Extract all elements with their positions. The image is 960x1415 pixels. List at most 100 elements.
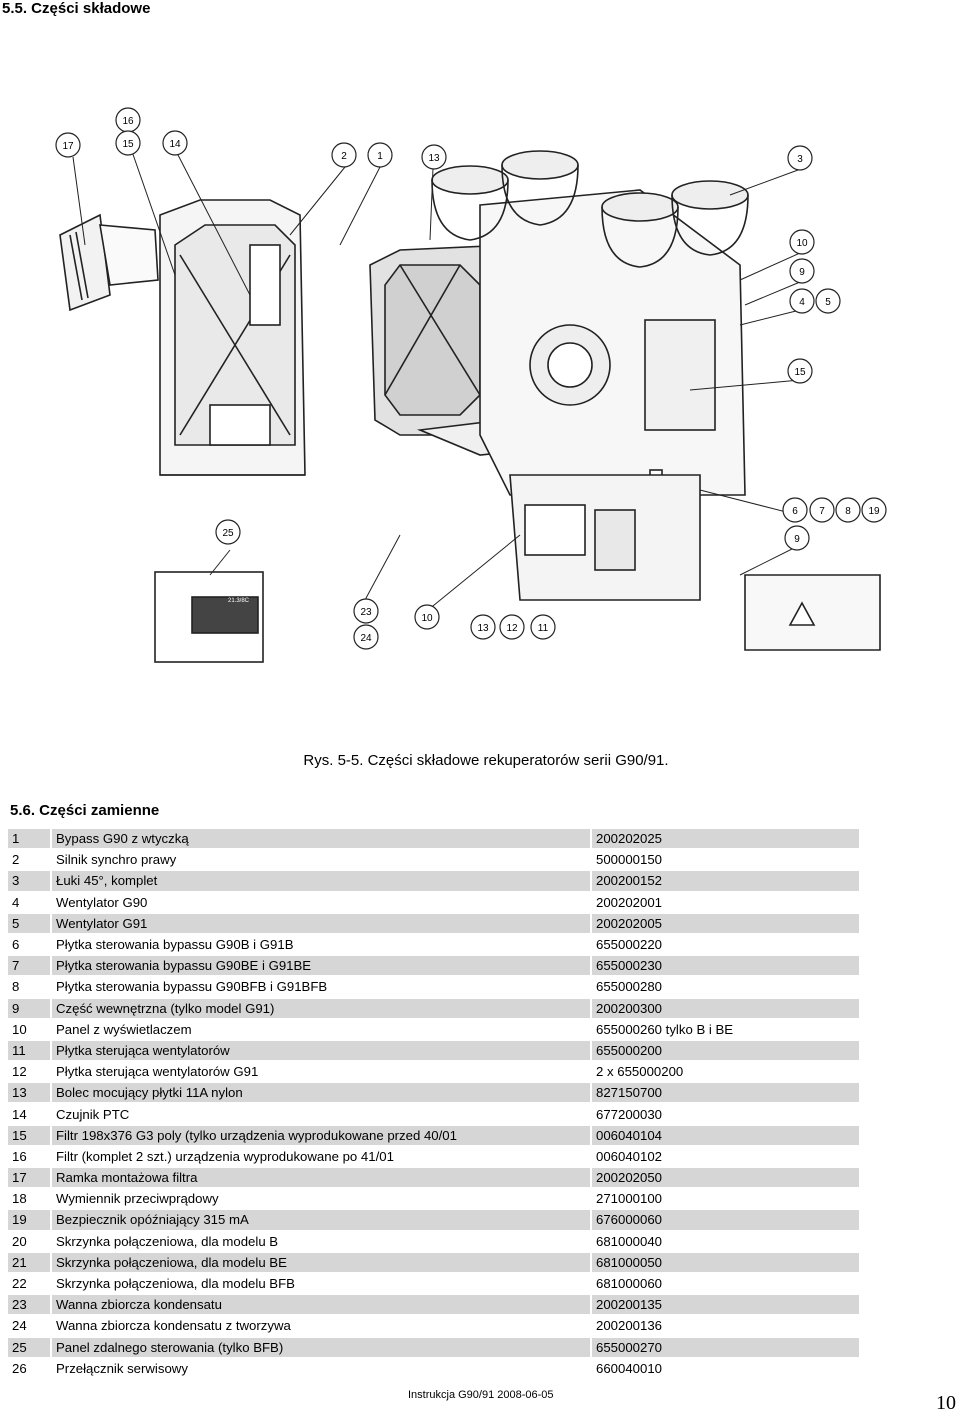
part-name: Płytka sterowania bypassu G90BFB i G91BF… — [52, 977, 590, 997]
part-name: Wentylator G90 — [52, 892, 590, 912]
cell-gap — [590, 1062, 592, 1082]
cell-gap — [50, 1189, 52, 1209]
part-number: 3 — [8, 871, 50, 891]
cell-gap — [590, 913, 592, 933]
part-number: 24 — [8, 1316, 50, 1336]
part-number: 14 — [8, 1104, 50, 1124]
cell-gap — [590, 1231, 592, 1251]
svg-text:24: 24 — [360, 633, 372, 644]
cell-gap — [50, 1210, 52, 1230]
part-name: Wanna zbiorcza kondensatu z tworzywa — [52, 1316, 590, 1336]
cell-gap — [50, 871, 52, 891]
part-code: 655000260 tylko B i BE — [592, 1019, 859, 1039]
cell-gap — [50, 1125, 52, 1145]
part-number: 10 — [8, 1019, 50, 1039]
part-name: Skrzynka połączeniowa, dla modelu BE — [52, 1252, 590, 1272]
svg-text:23: 23 — [360, 607, 372, 618]
svg-text:6: 6 — [792, 506, 798, 517]
cell-gap — [590, 829, 592, 849]
part-code: 655000220 — [592, 934, 859, 955]
part-name: Skrzynka połączeniowa, dla modelu BFB — [52, 1273, 590, 1294]
cell-gap — [50, 998, 52, 1018]
part-code: 200202001 — [592, 892, 859, 912]
part-name: Płytka sterowania bypassu G90BE i G91BE — [52, 956, 590, 976]
part-code: 681000060 — [592, 1273, 859, 1294]
part-number: 17 — [8, 1168, 50, 1188]
cell-gap — [50, 913, 52, 933]
cell-gap — [590, 977, 592, 997]
left-housing — [159, 199, 306, 476]
svg-text:4: 4 — [799, 297, 805, 308]
cell-gap — [590, 1358, 592, 1378]
svg-text:13: 13 — [477, 623, 489, 634]
svg-text:10: 10 — [796, 238, 808, 249]
part-number: 22 — [8, 1273, 50, 1294]
svg-text:11: 11 — [538, 623, 549, 634]
cell-gap — [50, 1358, 52, 1378]
part-name: Łuki 45°, komplet — [52, 871, 590, 891]
cell-gap — [50, 1273, 52, 1294]
part-number: 8 — [8, 977, 50, 997]
cell-gap — [50, 1316, 52, 1336]
svg-text:13: 13 — [428, 153, 440, 164]
svg-text:3: 3 — [797, 154, 803, 165]
svg-text:19: 19 — [868, 506, 880, 517]
electronics-box — [509, 474, 701, 601]
part-name: Płytka sterująca wentylatorów G91 — [52, 1062, 590, 1082]
part-code: 200202025 — [592, 829, 859, 849]
cell-gap — [590, 1019, 592, 1039]
cell-gap — [590, 1083, 592, 1103]
part-code: 655000200 — [592, 1040, 859, 1061]
part-number: 4 — [8, 892, 50, 912]
part-number: 25 — [8, 1337, 50, 1357]
part-name: Panel zdalnego sterowania (tylko BFB) — [52, 1337, 590, 1357]
cell-gap — [50, 1146, 52, 1166]
svg-text:15: 15 — [794, 367, 806, 378]
part-number: 2 — [8, 850, 50, 870]
part-name: Bypass G90 z wtyczką — [52, 829, 590, 849]
exploded-view-drawing: 21.3/8C 17 16 15 14 2 1 — [55, 107, 887, 663]
cell-gap — [50, 934, 52, 955]
svg-text:10: 10 — [421, 613, 433, 624]
part-number: 11 — [8, 1040, 50, 1061]
svg-text:25: 25 — [222, 528, 234, 539]
cell-gap — [50, 1231, 52, 1251]
svg-text:17: 17 — [62, 141, 74, 152]
junction-box — [744, 574, 881, 651]
duct-connectors — [431, 150, 749, 268]
leader-lines — [72, 139, 801, 611]
cell-gap — [50, 1040, 52, 1061]
section-title: 5.5. Części składowe — [2, 0, 151, 17]
svg-text:15: 15 — [122, 139, 134, 150]
part-name: Ramka montażowa filtra — [52, 1168, 590, 1188]
parts-section-title: 5.6. Części zamienne — [10, 802, 160, 819]
remote-control-panel — [154, 571, 264, 663]
svg-text:8: 8 — [845, 506, 851, 517]
cell-gap — [590, 1189, 592, 1209]
cell-gap — [590, 1104, 592, 1124]
part-number: 13 — [8, 1083, 50, 1103]
part-code: 200202005 — [592, 913, 859, 933]
part-number: 18 — [8, 1189, 50, 1209]
part-name: Silnik synchro prawy — [52, 850, 590, 870]
part-number: 26 — [8, 1358, 50, 1378]
part-code: 200200300 — [592, 998, 859, 1018]
part-code: 655000230 — [592, 956, 859, 976]
part-number: 9 — [8, 998, 50, 1018]
